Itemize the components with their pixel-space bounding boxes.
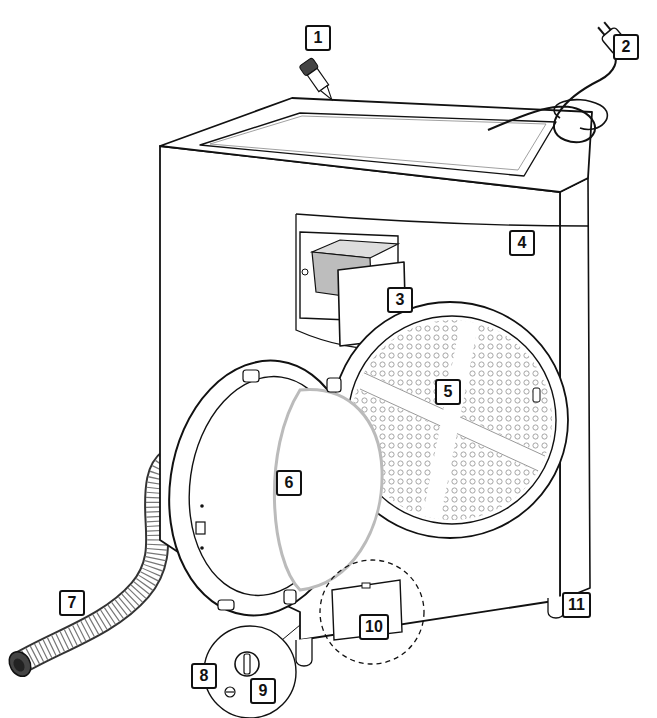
callout-number: 7 (59, 590, 85, 616)
drain-cap-slot (226, 691, 234, 692)
drawer-screw (302, 269, 308, 275)
door-dot (200, 546, 204, 550)
control-panel-line (296, 214, 588, 226)
door-latch (533, 388, 540, 402)
plug-pin (604, 22, 610, 30)
callout-number: 2 (613, 34, 639, 60)
top-panel-inner (210, 116, 546, 170)
callout-number: 4 (509, 230, 535, 256)
callout-number: 9 (250, 678, 276, 704)
door-clip (218, 600, 234, 610)
foot (296, 638, 312, 666)
cabinet-top (160, 98, 592, 192)
door-hinge-clip (243, 370, 259, 382)
filter-cover-tab (362, 583, 370, 588)
door-clip (284, 590, 296, 604)
hose-connector (299, 57, 338, 104)
filter-cover (332, 580, 402, 640)
detail-circle (320, 560, 424, 664)
callout-number: 6 (276, 470, 302, 496)
hose-opening (11, 656, 27, 673)
plug-pin (598, 27, 604, 35)
filter-knob (235, 652, 259, 676)
callout-number: 11 (562, 592, 591, 618)
door-dot (200, 504, 204, 508)
power-cord (488, 50, 616, 142)
top-panel (200, 113, 556, 176)
callout-number: 10 (359, 614, 389, 640)
power-cord-loop (554, 100, 607, 130)
callout-number: 3 (387, 287, 413, 313)
callout-number: 5 (435, 379, 461, 405)
drain-cap (225, 687, 235, 697)
connector-tip (320, 86, 335, 102)
hose-end (5, 648, 35, 681)
drum-lifter (430, 320, 470, 525)
door-hook (196, 522, 205, 534)
filter-knob-grip (244, 654, 250, 674)
callout-number: 1 (305, 25, 331, 51)
callout-number: 8 (191, 663, 217, 689)
door-hinge-clip (327, 378, 341, 392)
magnifier-circle (204, 626, 296, 718)
